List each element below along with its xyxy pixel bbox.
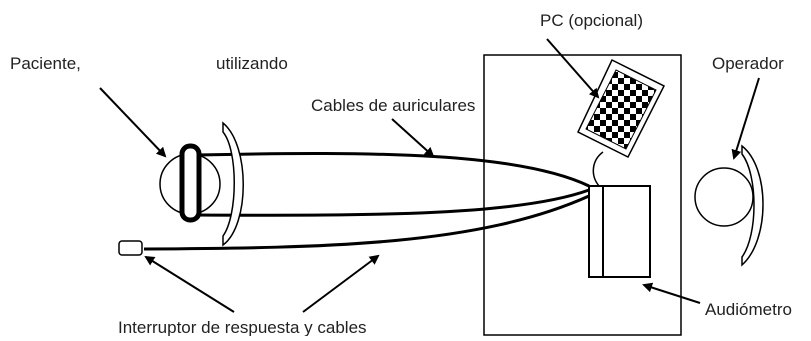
- pc-screen-icon: [577, 58, 666, 159]
- label-patient: Paciente,: [10, 54, 81, 73]
- label-pc: PC (opcional): [540, 11, 643, 30]
- arrow-response-cable: [302, 254, 380, 313]
- pc-cable: [592, 151, 604, 187]
- label-headphone-cables: Cables de auriculares: [311, 96, 475, 115]
- arrow-patient: [99, 87, 167, 158]
- arrow-headphone-cables: [391, 118, 435, 158]
- response-button-icon: [118, 240, 143, 256]
- headphone-cables: [195, 152, 590, 217]
- operator-head-icon: [694, 144, 764, 267]
- arrow-audiometer: [642, 282, 701, 304]
- audiometer-device-icon: [588, 185, 651, 278]
- patient-head-icon: [159, 121, 244, 247]
- arrow-pc: [546, 38, 600, 99]
- arrow-operator: [731, 77, 760, 160]
- label-audiometer: Audiómetro: [705, 300, 792, 319]
- audiometer-enclosure: [483, 54, 682, 336]
- headphones-icon: [179, 143, 202, 223]
- response-switch-cable: [143, 194, 590, 251]
- label-response-switch: Interruptor de respuesta y cables: [118, 318, 367, 336]
- label-using: utilizando: [216, 54, 288, 73]
- arrow-response-button: [144, 255, 235, 313]
- label-operator: Operador: [712, 54, 784, 73]
